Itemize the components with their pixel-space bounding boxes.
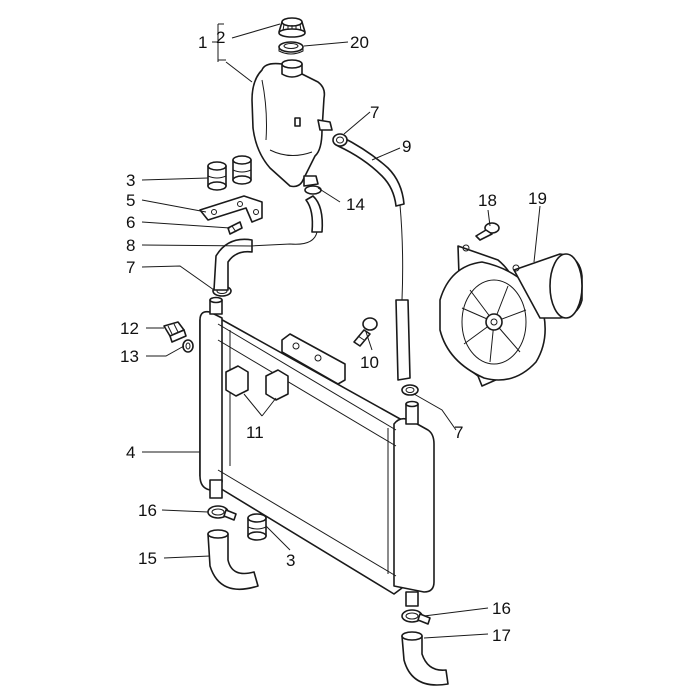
- callout-12: 12: [120, 319, 139, 338]
- expansion-tank: [251, 59, 333, 188]
- washer-13: [182, 339, 194, 353]
- callout-15: 15: [138, 549, 157, 568]
- screw-18: [475, 222, 500, 241]
- callout-8: 8: [126, 236, 135, 255]
- callout-14: 14: [346, 195, 365, 214]
- temperature-sensor-12: [163, 321, 187, 343]
- callout-labels: 1 2 20 7 9 3 5 6 14 18 19 8 7 12 13 10 1…: [120, 28, 547, 645]
- callout-16-right: 16: [492, 599, 511, 618]
- callout-17: 17: [492, 626, 511, 645]
- screw-6: [227, 221, 243, 235]
- callout-3-upper: 3: [126, 171, 135, 190]
- callout-18: 18: [478, 191, 497, 210]
- hose-17: [401, 631, 449, 686]
- hose-8: [213, 238, 253, 291]
- callout-10: 10: [360, 353, 379, 372]
- bracket-5: [199, 195, 263, 223]
- callout-6: 6: [126, 213, 135, 232]
- callout-19: 19: [528, 189, 547, 208]
- callout-20: 20: [350, 33, 369, 52]
- callout-3-lower: 3: [286, 551, 295, 570]
- callout-7-upper: 7: [370, 103, 379, 122]
- callout-7-right: 7: [454, 423, 463, 442]
- screw-10: [353, 317, 378, 347]
- hose-15: [207, 529, 259, 590]
- callout-13: 13: [120, 347, 139, 366]
- callout-7-left: 7: [126, 258, 135, 277]
- leader-lines: [141, 23, 541, 639]
- callout-9: 9: [402, 137, 411, 156]
- callout-5: 5: [126, 191, 135, 210]
- clamp-7-upper: [332, 133, 348, 147]
- callout-2: 2: [216, 28, 225, 47]
- grommet-3-c: [247, 513, 267, 541]
- callout-4: 4: [126, 443, 135, 462]
- cooling-fan-19: [439, 244, 583, 387]
- callout-11: 11: [246, 423, 264, 442]
- clamp-16-right: [401, 609, 431, 625]
- grommet-3-b: [232, 155, 252, 185]
- callout-1: 1: [198, 33, 207, 52]
- expansion-cap: [278, 17, 306, 38]
- callout-16-left: 16: [138, 501, 157, 520]
- hose-9: [337, 135, 411, 381]
- grommet-3-a: [207, 161, 227, 191]
- clamp-7-right: [401, 384, 419, 396]
- clamp-16-left: [207, 505, 237, 521]
- cap-seal: [278, 41, 304, 55]
- radiator-4: [199, 296, 435, 607]
